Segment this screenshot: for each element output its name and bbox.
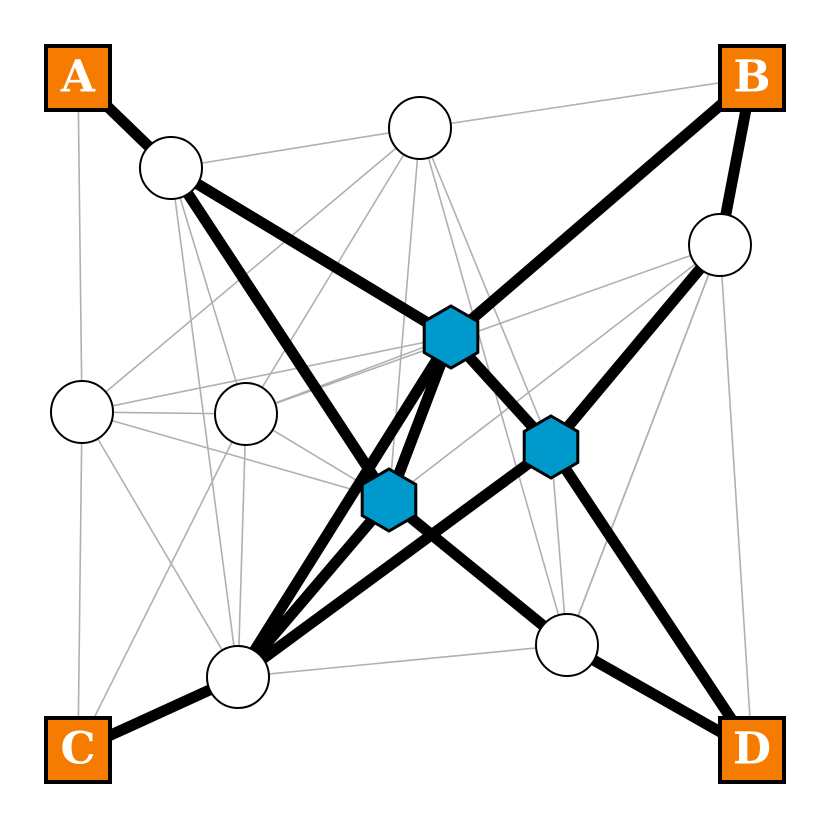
node-n5 [214, 382, 278, 446]
thin-edge-n3-d [719, 244, 753, 751]
thin-edge-n6-n3 [566, 244, 721, 646]
node-n1 [388, 96, 452, 160]
terminal-box-c [44, 716, 112, 784]
terminal-box-d [718, 716, 786, 784]
thin-edge-n5-s1 [245, 336, 452, 415]
thin-edge-n1-n2 [170, 127, 421, 169]
thick-edge-n2-s2 [165, 162, 395, 506]
node-n3 [688, 213, 752, 277]
thin-edge-n5-n7 [237, 413, 247, 678]
thin-edge-n7-n6 [237, 644, 568, 678]
node-n2 [139, 136, 203, 200]
thin-edge-n4-s2 [81, 411, 390, 501]
thick-edge-n2-s1 [165, 162, 457, 343]
terminal-label-c: C [60, 724, 95, 775]
thin-edge-n4-n7 [81, 411, 239, 678]
terminal-box-b [718, 44, 786, 112]
node-layer: A B C D [44, 44, 786, 784]
thick-edge-s2-n7 [232, 494, 395, 683]
thin-edge-n2-n7 [170, 167, 239, 678]
node-n6 [535, 613, 599, 677]
thin-edge-a-n4 [77, 77, 83, 413]
thin-edge-n4-c [77, 411, 83, 751]
terminal-box-a [44, 44, 112, 112]
steiner-point-s3 [522, 414, 580, 480]
thin-edge-n3-s2 [388, 244, 721, 501]
node-n7 [206, 645, 270, 709]
thin-edge-n5-c [77, 413, 247, 751]
terminal-c: C [44, 716, 112, 784]
terminal-label-d: D [733, 724, 771, 775]
thin-edge-n4-s1 [81, 336, 452, 413]
thin-edge-n2-n5 [170, 167, 247, 415]
thick-edge-s1-n7 [232, 331, 457, 683]
thin-edge-s3-n6 [550, 446, 568, 646]
node-n4 [50, 380, 114, 444]
terminal-d: D [718, 716, 786, 784]
steiner-point-s2 [360, 467, 418, 533]
thick-edge-n3-s3 [545, 239, 726, 453]
terminal-label-a: A [60, 52, 96, 103]
thin-edge-n1-b [419, 77, 753, 129]
thick-edge-s1-b [445, 72, 758, 343]
thin-edge-n4-n1 [81, 127, 421, 413]
thick-edge-s2-n6 [383, 494, 573, 651]
terminal-b: B [718, 44, 786, 112]
thick-edge-s3-n7 [232, 441, 557, 683]
steiner-point-s1 [422, 304, 480, 370]
thick-edge-s1-s2 [383, 331, 457, 506]
thick-edge-s3-d [545, 441, 758, 756]
thin-edge-n1-s3 [419, 127, 552, 448]
thin-edge-n3-n5 [245, 244, 721, 415]
terminal-label-b: B [733, 52, 770, 103]
terminal-a: A [44, 44, 112, 112]
